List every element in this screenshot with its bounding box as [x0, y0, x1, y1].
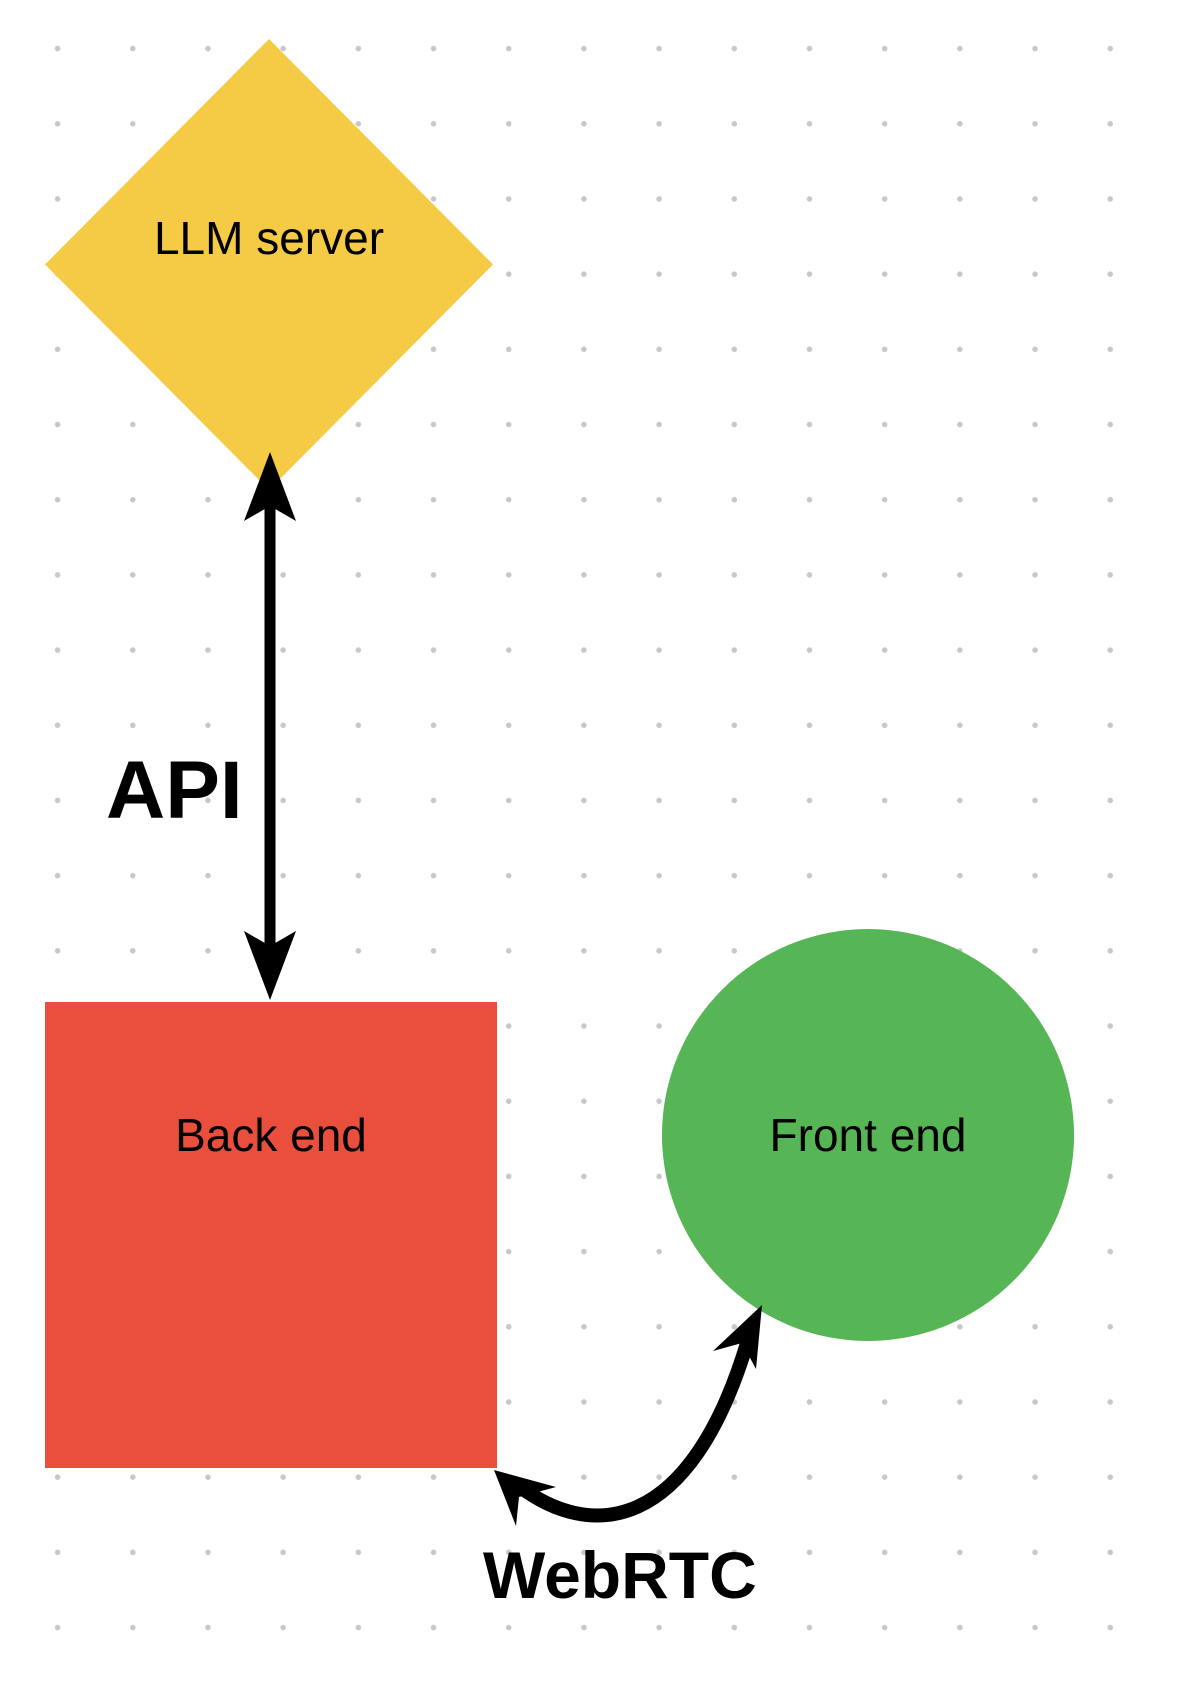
edge-api-arrow[interactable]: [244, 452, 296, 1000]
edge-api-label: API: [106, 745, 243, 836]
edge-webrtc-shaft: [514, 1338, 755, 1523]
edge-webrtc-arrowhead-right: [713, 1305, 762, 1369]
edge-webrtc-arrowhead-left: [494, 1470, 556, 1526]
node-front-end[interactable]: [662, 929, 1074, 1341]
diamond-shape: [45, 39, 493, 490]
edge-webrtc-label: WebRTC: [483, 1538, 757, 1612]
node-back-end[interactable]: [45, 1002, 497, 1468]
edge-api-arrowhead-down: [244, 931, 296, 1000]
node-llm-server[interactable]: [45, 39, 493, 490]
node-back-end-label: Back end: [175, 1109, 367, 1161]
node-front-end-label: Front end: [769, 1109, 967, 1161]
edge-webrtc-arrow[interactable]: [494, 1305, 762, 1526]
node-llm-server-label: LLM server: [153, 212, 385, 264]
